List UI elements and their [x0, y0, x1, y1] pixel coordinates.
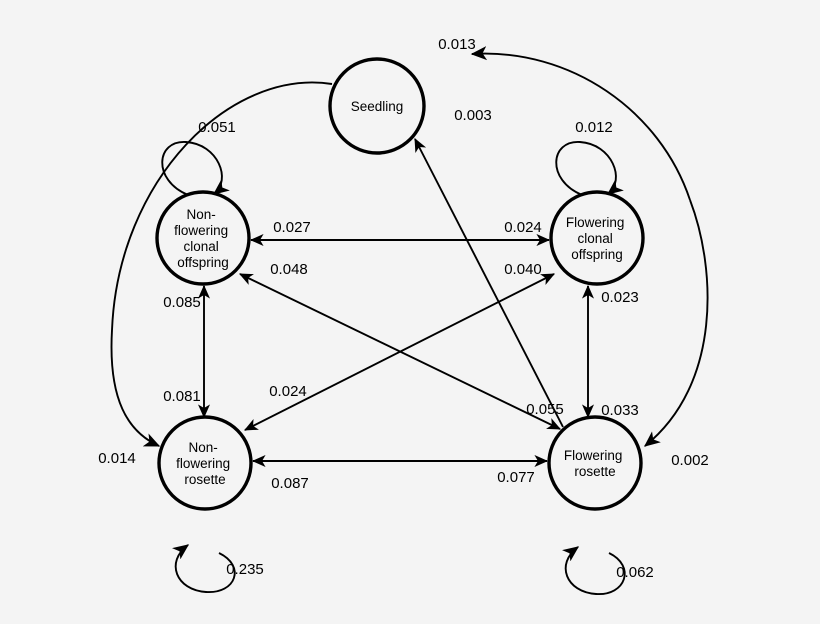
edge-seedling-to-frosette-path	[644, 199, 709, 447]
nodes-layer: Seedling Non- flowering clonal offspring…	[155, 57, 645, 511]
label-nfrosette-to-fclonal: 0.040	[504, 261, 542, 278]
edge-seedling-to-nfrosette-path	[110, 81, 333, 447]
node-f-clonal[interactable]: Flowering clonal offspring	[549, 190, 645, 286]
label-nfclonal-to-fclonal: 0.024	[504, 219, 542, 236]
label-nfclonal-to-nfrosette: 0.081	[163, 388, 201, 405]
label-self-loop-f-rosette: 0.062	[616, 564, 654, 581]
node-seedling-circle[interactable]	[328, 57, 426, 155]
self-loop-f-clonal	[555, 141, 624, 196]
label-nfrosette-to-frosette: 0.077	[497, 469, 535, 486]
label-self-loop-f-clonal: 0.012	[575, 119, 613, 136]
self-loop-nf-clonal	[161, 141, 230, 196]
node-f-rosette-circle[interactable]	[547, 415, 643, 511]
edge-fclonal-to-seedling-path	[470, 46, 691, 201]
self-loops-layer	[161, 141, 626, 595]
node-nf-clonal-circle[interactable]	[155, 190, 251, 286]
label-fclonal-to-frosette: 0.033	[601, 402, 639, 419]
label-seedling-to-frosette: 0.002	[671, 452, 709, 469]
edge-frosette-to-seedling-path	[414, 138, 564, 428]
label-frosette-to-fclonal: 0.023	[601, 289, 639, 306]
node-f-clonal-circle[interactable]	[549, 190, 645, 286]
node-nf-rosette-circle[interactable]	[157, 415, 253, 511]
node-nf-rosette[interactable]: Non- flowering rosette	[157, 415, 253, 511]
straight-edges-layer	[197, 233, 595, 468]
label-nfrosette-to-nfclonal: 0.085	[163, 294, 201, 311]
label-frosette-to-seedling: 0.003	[454, 107, 492, 124]
node-nf-clonal[interactable]: Non- flowering clonal offspring	[155, 190, 251, 286]
label-frosette-to-nfrosette: 0.087	[271, 475, 309, 492]
node-f-rosette[interactable]: Flowering rosette	[547, 415, 643, 511]
self-loop-f-rosette	[562, 546, 626, 595]
label-seedling-to-nfrosette: 0.014	[98, 450, 136, 467]
label-fclonal-to-seedling: 0.013	[438, 36, 476, 53]
label-fclonal-to-nfrosette: 0.024	[269, 383, 307, 400]
node-seedling[interactable]: Seedling	[328, 57, 426, 155]
label-fclonal-to-nfclonal: 0.027	[273, 219, 311, 236]
edge-diagonal-nesw	[244, 273, 555, 431]
self-loop-nf-rosette	[172, 544, 236, 593]
label-frosette-to-nfclonal: 0.048	[270, 261, 308, 278]
